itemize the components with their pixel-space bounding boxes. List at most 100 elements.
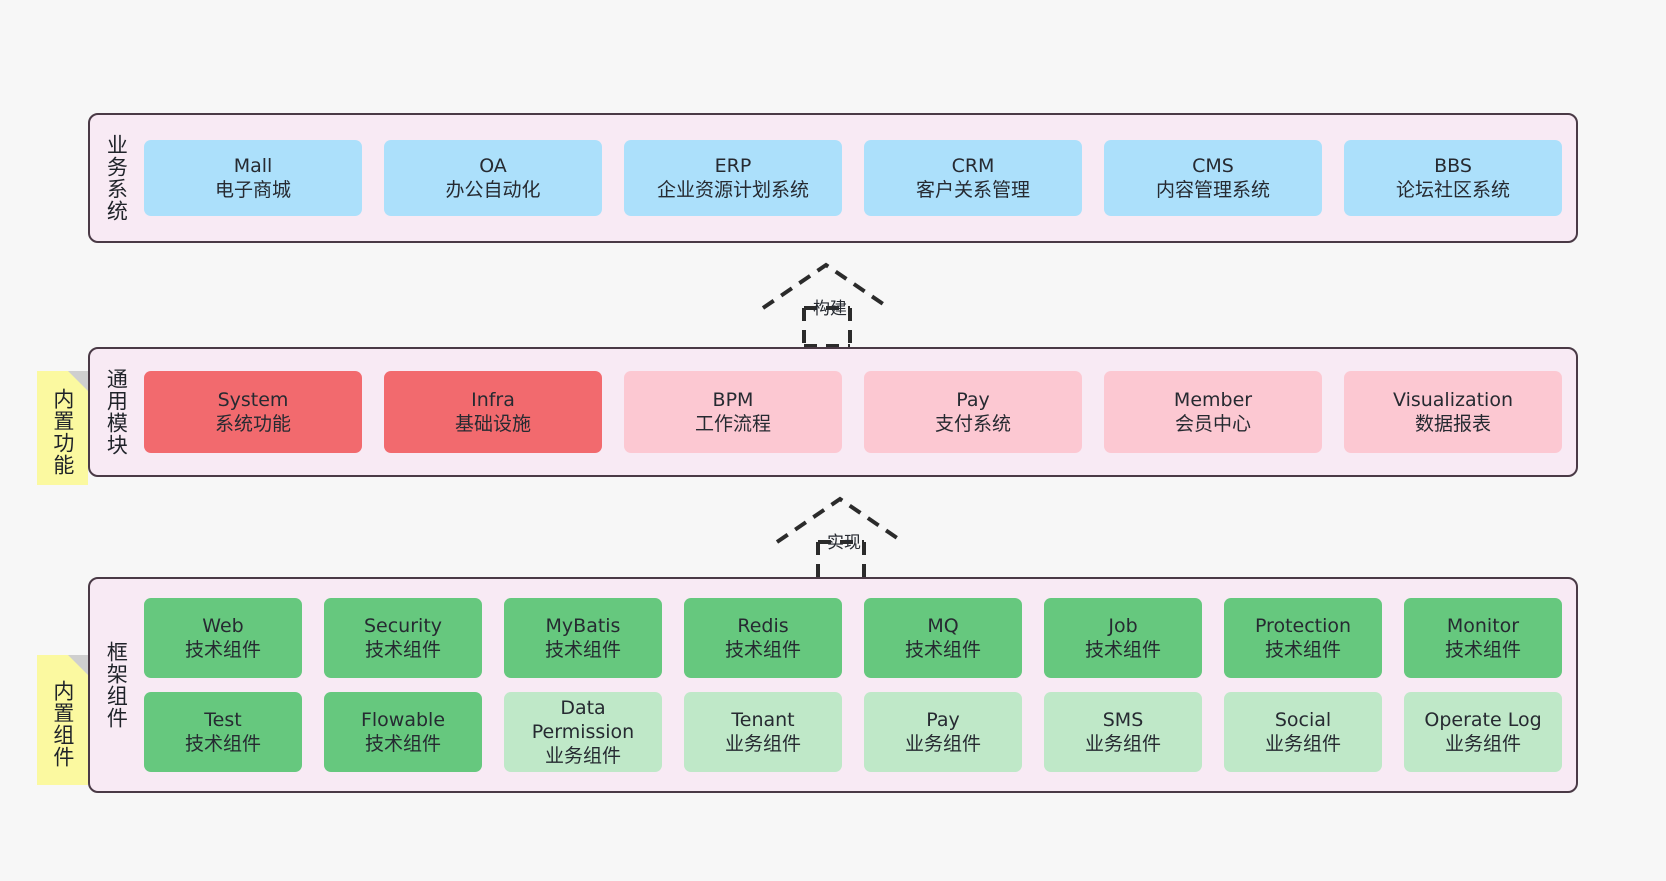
node-crm[interactable]: CRM 客户关系管理 (864, 140, 1082, 216)
note-fold-icon (68, 371, 88, 391)
node-data-permission-subtitle: 业务组件 (544, 745, 621, 768)
node-web[interactable]: Web 技术组件 (144, 598, 302, 678)
node-operate-log-title: Operate Log (1424, 708, 1542, 731)
node-test[interactable]: Test 技术组件 (144, 692, 302, 772)
node-bpm[interactable]: BPM 工作流程 (624, 371, 842, 453)
node-tenant-title: Tenant (731, 708, 795, 731)
node-cms-subtitle: 内容管理系统 (1155, 179, 1270, 201)
node-tenant[interactable]: Tenant 业务组件 (684, 692, 842, 772)
node-flowable[interactable]: Flowable 技术组件 (324, 692, 482, 772)
node-sms-title: SMS (1102, 708, 1144, 731)
node-job-title: Job (1108, 614, 1138, 637)
node-mybatis-title: MyBatis (545, 614, 621, 637)
node-sms-subtitle: 业务组件 (1084, 733, 1161, 755)
node-infra[interactable]: Infra 基础设施 (384, 371, 602, 453)
connector-implement-label: 实现 (827, 533, 861, 553)
node-crm-subtitle: 客户关系管理 (915, 179, 1030, 201)
node-pay-component-subtitle: 业务组件 (904, 733, 981, 755)
common-row: System 系统功能 Infra 基础设施 BPM 工作流程 Pay 支付系统… (144, 371, 1562, 453)
layer-framework-component: 框架组件 Web 技术组件 Security 技术组件 MyBatis 技术组件… (88, 577, 1578, 793)
node-mall-title: Mall (233, 154, 273, 177)
node-security[interactable]: Security 技术组件 (324, 598, 482, 678)
node-mall-subtitle: 电子商城 (214, 179, 291, 201)
node-test-subtitle: 技术组件 (184, 733, 261, 755)
node-erp-subtitle: 企业资源计划系统 (656, 179, 809, 201)
node-member[interactable]: Member 会员中心 (1104, 371, 1322, 453)
node-visualization-subtitle: 数据报表 (1414, 413, 1491, 435)
node-mq[interactable]: MQ 技术组件 (864, 598, 1022, 678)
node-member-title: Member (1173, 388, 1253, 411)
node-job[interactable]: Job 技术组件 (1044, 598, 1202, 678)
node-pay-component-title: Pay (926, 708, 960, 731)
node-sms[interactable]: SMS 业务组件 (1044, 692, 1202, 772)
layer-business-system-title: 业务系统 (104, 134, 129, 222)
node-redis[interactable]: Redis 技术组件 (684, 598, 842, 678)
node-visualization-title: Visualization (1392, 388, 1513, 411)
node-flowable-title: Flowable (360, 708, 446, 731)
node-member-subtitle: 会员中心 (1174, 413, 1251, 435)
layer-framework-component-title: 框架组件 (104, 641, 129, 729)
note-fold-icon (68, 655, 88, 675)
node-bbs-title: BBS (1434, 154, 1472, 177)
node-test-title: Test (204, 708, 242, 731)
note-builtin-component: 内置组件 (37, 655, 88, 785)
layer-business-system-body: Mall 电子商城 OA 办公自动化 ERP 企业资源计划系统 CRM 客户关系… (142, 115, 1576, 241)
node-data-permission-title: Data Permission (531, 696, 635, 743)
node-security-title: Security (363, 614, 443, 637)
node-visualization[interactable]: Visualization 数据报表 (1344, 371, 1562, 453)
node-redis-title: Redis (737, 614, 789, 637)
connector-build-label: 构建 (813, 299, 847, 319)
note-builtin-function: 内置功能 (37, 371, 88, 485)
framework-tech-row: Web 技术组件 Security 技术组件 MyBatis 技术组件 Redi… (144, 598, 1562, 678)
node-cms-title: CMS (1192, 154, 1234, 177)
node-erp[interactable]: ERP 企业资源计划系统 (624, 140, 842, 216)
node-social-title: Social (1274, 708, 1332, 731)
node-system-title: System (217, 388, 289, 411)
node-protection[interactable]: Protection 技术组件 (1224, 598, 1382, 678)
framework-business-row: Test 技术组件 Flowable 技术组件 Data Permission … (144, 692, 1562, 772)
node-security-subtitle: 技术组件 (364, 639, 441, 661)
layer-framework-component-body: Web 技术组件 Security 技术组件 MyBatis 技术组件 Redi… (142, 579, 1576, 791)
layer-business-system: 业务系统 Mall 电子商城 OA 办公自动化 ERP 企业资源计划系统 CRM… (88, 113, 1578, 243)
node-bpm-title: BPM (712, 388, 754, 411)
node-erp-title: ERP (714, 154, 752, 177)
node-oa[interactable]: OA 办公自动化 (384, 140, 602, 216)
node-pay-module[interactable]: Pay 支付系统 (864, 371, 1082, 453)
node-pay-module-subtitle: 支付系统 (934, 413, 1011, 435)
node-mq-subtitle: 技术组件 (904, 639, 981, 661)
node-pay-module-title: Pay (956, 388, 990, 411)
node-monitor-title: Monitor (1446, 614, 1520, 637)
node-pay-component[interactable]: Pay 业务组件 (864, 692, 1022, 772)
note-builtin-component-label: 内置组件 (50, 680, 75, 768)
node-social-subtitle: 业务组件 (1264, 733, 1341, 755)
node-flowable-subtitle: 技术组件 (364, 733, 441, 755)
node-operate-log-subtitle: 业务组件 (1444, 733, 1521, 755)
node-oa-title: OA (479, 154, 507, 177)
node-bbs[interactable]: BBS 论坛社区系统 (1344, 140, 1562, 216)
node-infra-title: Infra (471, 388, 515, 411)
node-protection-title: Protection (1254, 614, 1352, 637)
node-mq-title: MQ (927, 614, 959, 637)
node-social[interactable]: Social 业务组件 (1224, 692, 1382, 772)
node-operate-log[interactable]: Operate Log 业务组件 (1404, 692, 1562, 772)
node-bbs-subtitle: 论坛社区系统 (1395, 179, 1510, 201)
connector-implement-arrow: 实现 (772, 492, 922, 582)
node-bpm-subtitle: 工作流程 (694, 413, 771, 435)
layer-common-module-title: 通用模块 (104, 368, 129, 456)
node-job-subtitle: 技术组件 (1084, 639, 1161, 661)
node-crm-title: CRM (951, 154, 995, 177)
connector-build-arrow: 构建 (758, 258, 908, 348)
node-web-title: Web (202, 614, 244, 637)
node-data-permission[interactable]: Data Permission 业务组件 (504, 692, 662, 772)
node-protection-subtitle: 技术组件 (1264, 639, 1341, 661)
node-monitor[interactable]: Monitor 技术组件 (1404, 598, 1562, 678)
node-system[interactable]: System 系统功能 (144, 371, 362, 453)
node-web-subtitle: 技术组件 (184, 639, 261, 661)
business-row: Mall 电子商城 OA 办公自动化 ERP 企业资源计划系统 CRM 客户关系… (144, 140, 1562, 216)
node-mall[interactable]: Mall 电子商城 (144, 140, 362, 216)
node-tenant-subtitle: 业务组件 (724, 733, 801, 755)
layer-common-module: 通用模块 System 系统功能 Infra 基础设施 BPM 工作流程 Pay… (88, 347, 1578, 477)
node-mybatis[interactable]: MyBatis 技术组件 (504, 598, 662, 678)
node-cms[interactable]: CMS 内容管理系统 (1104, 140, 1322, 216)
